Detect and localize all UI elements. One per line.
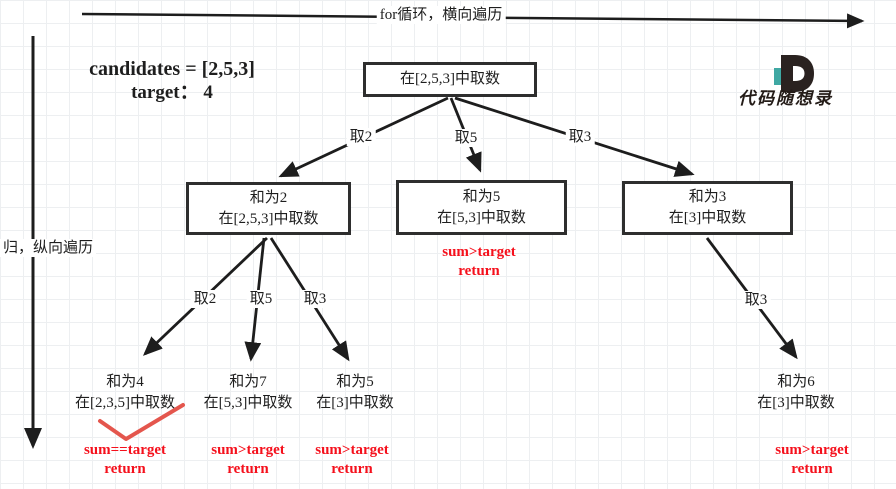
recursion-label: 归，纵向遍历 [0,239,97,257]
node-sum3: 和为3 在[3]中取数 [622,181,793,235]
leaf-sum4: 和为4 在[2,3,5]中取数 [75,374,175,411]
node-root-text: 在[2,5,3]中取数 [400,71,500,87]
edge-label-take5-l2: 取5 [246,290,276,308]
node-root: 在[2,5,3]中取数 [363,62,537,97]
leaf-sum6: 和为6 在[3]中取数 [757,374,835,411]
status-sum6: sum>target return [775,442,849,477]
leaf-sum7: 和为7 在[5,3]中取数 [203,374,293,411]
node-sum3-line1: 和为3 [688,189,727,205]
leaf-sum5: 和为5 在[3]中取数 [316,374,394,411]
check-mark-icon [98,403,185,441]
node-sum5: 和为5 在[5,3]中取数 [396,180,567,235]
edge-label-take3: 取3 [565,128,595,146]
node-sum2-line1: 和为2 [249,189,288,206]
status-sum5-leaf: sum>target return [315,442,389,477]
edge-label-take2: 取2 [346,128,376,146]
node-sum2: 和为2 在[2,5,3]中取数 [186,182,351,235]
edge-label-take3-right: 取3 [741,291,771,309]
node-sum2-line2: 在[2,5,3]中取数 [218,210,319,227]
problem-statement: candidates = [2,5,3] target： 4 [88,57,256,105]
edge-label-take3-l2: 取3 [300,290,330,308]
brand-name: 代码随想录 [738,89,833,108]
candidates-text: candidates = [2,5,3] [89,58,255,80]
target-text: target： 4 [131,82,213,103]
edge-label-take2-l2: 取2 [190,290,220,308]
node-sum5-line1: 和为5 [462,188,501,205]
node-sum3-line2: 在[3]中取数 [668,210,747,226]
node-sum5-line2: 在[5,3]中取数 [437,209,526,226]
brand-logo-icon [774,55,814,92]
edge-label-take5: 取5 [451,129,481,147]
status-sum7: sum>target return [211,442,285,477]
for-loop-label: for循环，横向遍历 [376,6,506,24]
status-sum4: sum==target return [83,442,167,477]
status-sum5-mid: sum>target return [442,244,516,279]
